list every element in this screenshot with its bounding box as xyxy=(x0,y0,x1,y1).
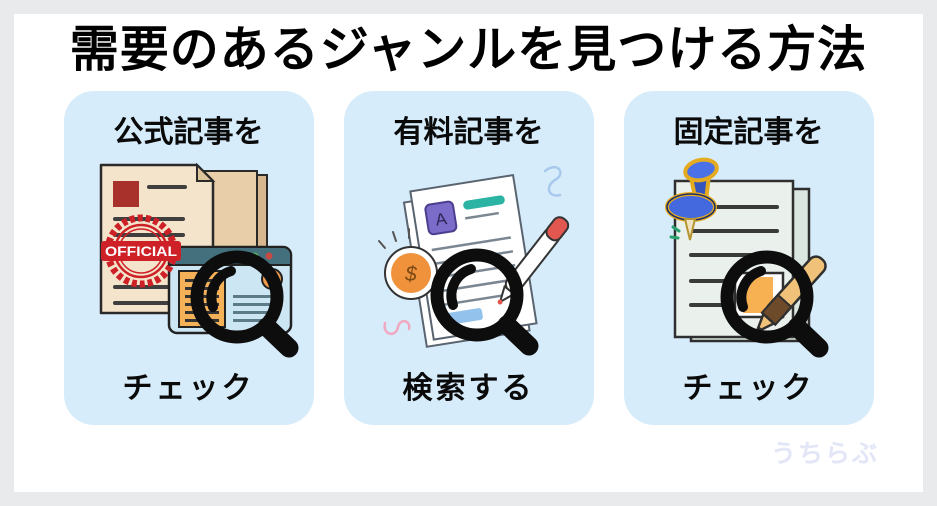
dollar-coin: $ xyxy=(383,246,438,301)
card-top-label: 有料記事を xyxy=(393,116,544,150)
coin-symbol: $ xyxy=(404,263,417,286)
site-watermark: うちらぶ xyxy=(770,440,879,468)
blue-squiggle xyxy=(543,166,562,198)
card-top-label: 固定記事を xyxy=(673,116,824,150)
green-accents xyxy=(669,225,680,240)
official-stamp-text: OFFICIAL xyxy=(105,243,177,259)
card-bottom-label: チェック xyxy=(682,372,815,406)
page-title: 需要のあるジャンルを見つける方法 xyxy=(69,23,868,77)
magnifier-icon xyxy=(720,250,828,358)
author-avatar xyxy=(423,201,457,236)
card-bottom-label: チェック xyxy=(122,372,255,406)
pink-squiggle xyxy=(382,320,410,336)
cards-row: 公式記事を xyxy=(14,91,923,426)
card-bottom-label: 検索する xyxy=(402,372,535,406)
pushpin-icon xyxy=(664,158,719,241)
poster-canvas: 需要のあるジャンルを見つける方法 公式記事を xyxy=(14,14,923,492)
card-official-articles: 公式記事を xyxy=(63,91,314,426)
card-pinned-articles: 固定記事を xyxy=(623,91,874,426)
card-paid-articles: 有料記事を A xyxy=(343,91,594,426)
avatar-letter: A xyxy=(434,209,449,230)
card-top-label: 公式記事を xyxy=(113,116,264,150)
pinned-article-magnifier-icon xyxy=(664,158,828,358)
magnifier-icon xyxy=(190,250,298,358)
official-document-magnifier-icon: OFFICIAL xyxy=(99,162,298,358)
magnifier-icon xyxy=(430,248,538,356)
browser-dot-red xyxy=(265,252,272,260)
title-bar xyxy=(462,195,505,210)
emphasis-rays xyxy=(377,228,410,250)
paid-article-magnifier-icon: A xyxy=(377,166,569,356)
official-stamp: OFFICIAL xyxy=(100,214,181,288)
